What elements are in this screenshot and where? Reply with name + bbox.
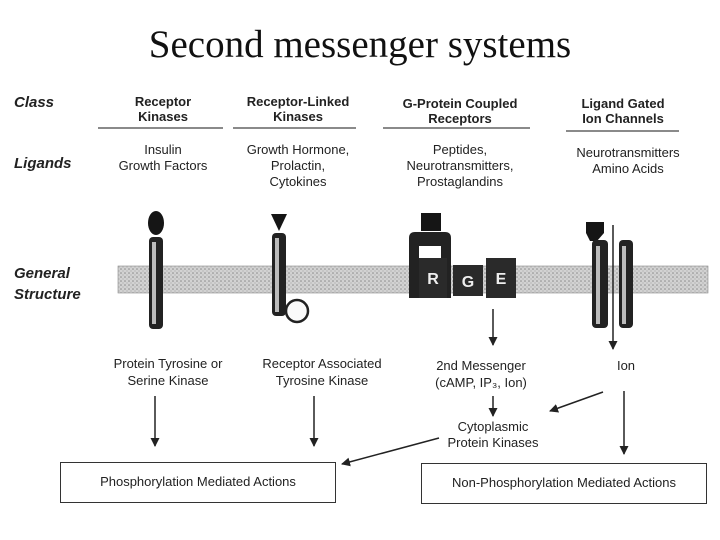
output-gpcr-line1: 2nd Messenger xyxy=(436,358,526,373)
ion-channel-structure xyxy=(586,222,633,350)
gpcr-structure: R G E xyxy=(409,213,516,298)
ligand-prolactin: Prolactin, xyxy=(270,158,326,173)
letter-e: E xyxy=(496,271,507,288)
row-label-general-structure: General Structure xyxy=(14,263,81,305)
effector-block xyxy=(486,258,516,298)
output-gpcr-line2: (cAMP, IP₃, Ion) xyxy=(435,375,527,390)
neurotransmitter-ligand-icon xyxy=(586,222,604,241)
output-ion: Ion xyxy=(606,357,646,374)
growth-hormone-ligand-icon xyxy=(271,214,287,231)
class-gpcr: G-Protein Coupled Receptors xyxy=(380,96,540,126)
class-receptor-kinases-line2: Kinases xyxy=(138,109,188,124)
phosphorylation-actions-box: Phosphorylation Mediated Actions xyxy=(60,462,336,503)
output-rk-line1: Protein Tyrosine or xyxy=(113,356,223,371)
arrow-kinases-to-phospho xyxy=(341,437,440,467)
associated-tyrosine-kinase-icon xyxy=(284,298,310,324)
kinases-line2: Protein Kinases xyxy=(447,435,539,450)
class-receptor-linked-kinases-line1: Receptor-Linked xyxy=(246,94,350,109)
output-receptor-associated-kinase: Receptor Associated Tyrosine Kinase xyxy=(242,355,402,389)
class-gpcr-line1: G-Protein Coupled xyxy=(402,96,518,111)
row-label-general-structure-line1: General xyxy=(14,265,70,282)
output-second-messenger: 2nd Messenger (cAMP, IP₃, Ion) xyxy=(413,357,549,391)
ion-channel-left-highlight xyxy=(596,246,600,324)
receptor-linked-kinase-structure xyxy=(271,214,310,324)
output-rlk-line1: Receptor Associated xyxy=(262,356,382,371)
receptor-kinase-highlight xyxy=(152,242,156,324)
slide-title: Second messenger systems xyxy=(148,23,572,66)
non-phosphorylation-actions-box: Non-Phosphorylation Mediated Actions xyxy=(421,463,707,504)
output-ion-line1: Ion xyxy=(616,358,636,373)
ligand-peptides: Peptides, xyxy=(432,142,488,157)
class-receptor-kinases: Receptor Kinases xyxy=(103,94,223,124)
ligand-amino-acids: Amino Acids xyxy=(592,161,664,176)
output-rk-line2: Serine Kinase xyxy=(127,373,209,388)
class-ligand-gated-ion-channels: Ligand Gated Ion Channels xyxy=(563,96,683,126)
ligands-gpcr: Peptides, Neurotransmitters, Prostagland… xyxy=(375,142,545,190)
ligands-receptor-kinases: Insulin Growth Factors xyxy=(103,142,223,174)
class-receptor-linked-kinases-line2: Kinases xyxy=(273,109,323,124)
row-label-class: Class xyxy=(14,94,55,111)
ligand-prostaglandins: Prostaglandins xyxy=(417,174,503,189)
class-receptor-kinases-line1: Receptor xyxy=(134,94,192,109)
ligand-growth-hormone: Growth Hormone, xyxy=(246,142,350,157)
receptor-r-block xyxy=(419,258,447,298)
class-receptor-linked-kinases: Receptor-Linked Kinases xyxy=(228,94,368,124)
insulin-ligand-icon xyxy=(148,211,164,235)
ligand-neurotransmitters-ion: Neurotransmitters xyxy=(576,145,680,160)
row-label-general-structure-line2: Structure xyxy=(14,286,81,303)
ligand-cytokines: Cytokines xyxy=(269,174,327,189)
ligand-insulin: Insulin xyxy=(144,142,182,157)
ligands-ion-channels: Neurotransmitters Amino Acids xyxy=(548,145,708,177)
cytoplasmic-protein-kinases: Cytoplasmic Protein Kinases xyxy=(428,419,558,451)
output-protein-tyrosine-kinase: Protein Tyrosine or Serine Kinase xyxy=(93,355,243,389)
receptor-linked-highlight xyxy=(275,238,279,312)
arrow-ion-to-kinases xyxy=(549,391,604,413)
class-gpcr-line2: Receptors xyxy=(428,111,492,126)
class-ligand-gated-line1: Ligand Gated xyxy=(581,96,665,111)
row-label-ligands: Ligands xyxy=(14,155,72,172)
letter-r: R xyxy=(427,271,439,288)
kinases-line1: Cytoplasmic xyxy=(457,419,529,434)
letter-g: G xyxy=(462,274,474,291)
ion-channel-right-highlight xyxy=(622,246,626,324)
ligand-growth-factors: Growth Factors xyxy=(118,158,208,173)
class-ligand-gated-line2: Ion Channels xyxy=(582,111,664,126)
output-rlk-line2: Tyrosine Kinase xyxy=(275,373,369,388)
g-protein-block xyxy=(453,265,483,296)
peptide-ligand-icon xyxy=(421,213,441,231)
receptor-kinase-structure xyxy=(148,211,164,329)
ligand-neurotransmitters: Neurotransmitters, xyxy=(406,158,514,173)
ligands-receptor-linked-kinases: Growth Hormone, Prolactin, Cytokines xyxy=(228,142,368,190)
